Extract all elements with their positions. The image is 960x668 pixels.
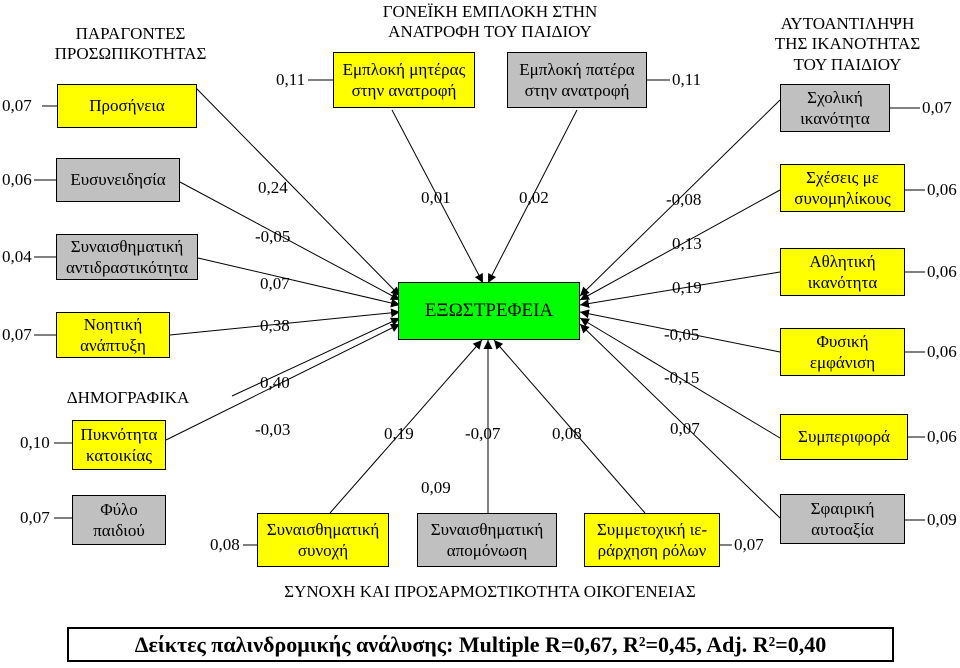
r2-parental-right: 0,11 xyxy=(672,70,702,89)
path-self-worth: 0,07 xyxy=(670,419,700,438)
r2-agreeableness: 0,07 xyxy=(2,96,32,115)
box-cohesion: Συναισθηματική συνοχή xyxy=(257,513,389,567)
box-agreeableness: Προσήνεια xyxy=(57,84,197,128)
header-family: ΣΥΝΟΧΗ ΚΑΙ ΠΡΟΣΑΡΜΟΣΤΙΚΟΤΗΤΑ ΟΙΚΟΓΕΝΕΙΑΣ xyxy=(284,582,696,601)
arrow-conscientiousness xyxy=(179,181,401,301)
path-conscientiousness: 0,24 xyxy=(258,178,288,197)
r2-athletic: 0,06 xyxy=(927,262,957,281)
r2-conscientiousness: 0,06 xyxy=(2,170,32,189)
r2-school: 0,07 xyxy=(922,98,952,117)
path-father: 0,02 xyxy=(519,188,549,207)
path-density: -0,03 xyxy=(255,420,291,439)
arrow-father xyxy=(487,109,578,284)
header-self-perception: ΑΥΤΟΑΝΤΙΛΗΨΗ ΤΗΣ ΙΚΑΝΟΤΗΤΑΣ ΤΟΥ ΠΑΙΔΙΟΥ xyxy=(774,14,921,74)
r2-emotional-reactivity: 0,04 xyxy=(2,247,32,266)
path-disengagement-b: 0,09 xyxy=(421,478,451,497)
path-athletic: 0,19 xyxy=(672,278,702,297)
arrow-athletic xyxy=(579,271,781,308)
regression-indices: Δείκτες παλινδρομικής ανάλυσης: Multiple… xyxy=(67,627,894,662)
path-school: -0,08 xyxy=(666,190,702,209)
path-cohesion: 0,19 xyxy=(384,424,414,443)
box-school: Σχολική ικανότητα xyxy=(780,84,890,132)
arrow-behavior xyxy=(579,317,781,439)
r2-peers: 0,06 xyxy=(927,180,957,199)
header-personality: ΠΑΡΑΓΟΝΤΕΣ ΠΡΟΣΩΠΙΚΟΤΗΤΑΣ xyxy=(54,24,207,64)
path-mother: 0,01 xyxy=(421,188,451,207)
box-density: Πυκνότητα κατοικίας xyxy=(72,420,166,470)
box-athletic: Αθλητική ικανότητα xyxy=(780,248,905,296)
arrow-peers xyxy=(579,189,781,301)
arrow-emotional xyxy=(197,257,401,308)
path-roles: 0,08 xyxy=(552,424,582,443)
box-peers: Σχέσεις με συνομηλίκους xyxy=(780,164,905,212)
path-disengagement-a: -0,07 xyxy=(465,424,501,443)
path-demographic: 0,40 xyxy=(260,373,290,392)
r2-family-left: 0,08 xyxy=(210,535,240,554)
box-appearance: Φυσική εμφάνιση xyxy=(780,328,905,376)
arrow-appearance xyxy=(579,309,781,353)
box-conscientiousness: Ευσυνειδησία xyxy=(56,158,180,202)
path-appearance: -0,05 xyxy=(664,325,700,344)
box-behavior: Συμπεριφορά xyxy=(780,414,908,460)
r2-behavior: 0,06 xyxy=(927,427,957,446)
box-father: Εμπλοκή πατέρα στην ανατροφή xyxy=(507,52,647,108)
box-disengagement: Συναισθηματική απομόνωση xyxy=(417,513,557,567)
path-emotional-b: 0,07 xyxy=(260,274,290,293)
arrow-cohesion xyxy=(329,339,483,514)
path-peers: 0,13 xyxy=(672,234,702,253)
header-parental: ΓΟΝΕΪΚΗ ΕΜΠΛΟΚΗ ΣΤΗΝ ΑΝΑΤΡΟΦΗ ΤΟΥ ΠΑΙΔΙΟ… xyxy=(382,2,598,42)
box-self-worth: Σφαιρική αυτοαξία xyxy=(780,494,905,544)
r2-self-worth: 0,09 xyxy=(927,510,957,529)
r2-density: 0,10 xyxy=(20,433,50,452)
box-intellect: Νοητική ανάπτυξη xyxy=(56,312,170,358)
r2-intellect: 0,07 xyxy=(2,325,32,344)
box-mother: Εμπλοκή μητέρας στην ανατροφή xyxy=(333,52,475,108)
r2-family-right: 0,07 xyxy=(734,535,764,554)
center-extraversion: ΕΞΩΣΤΡΕΦΕΙΑ xyxy=(398,282,580,340)
r2-parental-left: 0,11 xyxy=(276,70,306,89)
r2-gender: 0,07 xyxy=(20,508,50,527)
box-emotional-reactivity: Συναισθηματική αντιδραστικότητα xyxy=(56,234,198,280)
arrow-demographic xyxy=(231,317,401,397)
box-gender: Φύλο παιδιού xyxy=(72,495,166,545)
path-intellect: 0,38 xyxy=(260,316,290,335)
box-roles: Συμμετοχική ιε- ράρχηση ρόλων xyxy=(584,513,720,567)
arrow-school xyxy=(579,99,781,297)
path-behavior: -0,15 xyxy=(664,368,700,387)
r2-appearance: 0,06 xyxy=(927,342,957,361)
arrow-mother xyxy=(391,109,484,284)
arrow-density xyxy=(165,323,401,441)
arrow-self-worth xyxy=(579,323,781,519)
arrow-agreeableness xyxy=(195,87,401,297)
header-demographic: ΔΗΜΟΓΡΑΦΙΚΑ xyxy=(66,388,190,407)
arrow-intellect xyxy=(169,308,401,336)
path-emotional-a: -0,05 xyxy=(255,227,291,246)
arrow-roles xyxy=(493,339,646,514)
